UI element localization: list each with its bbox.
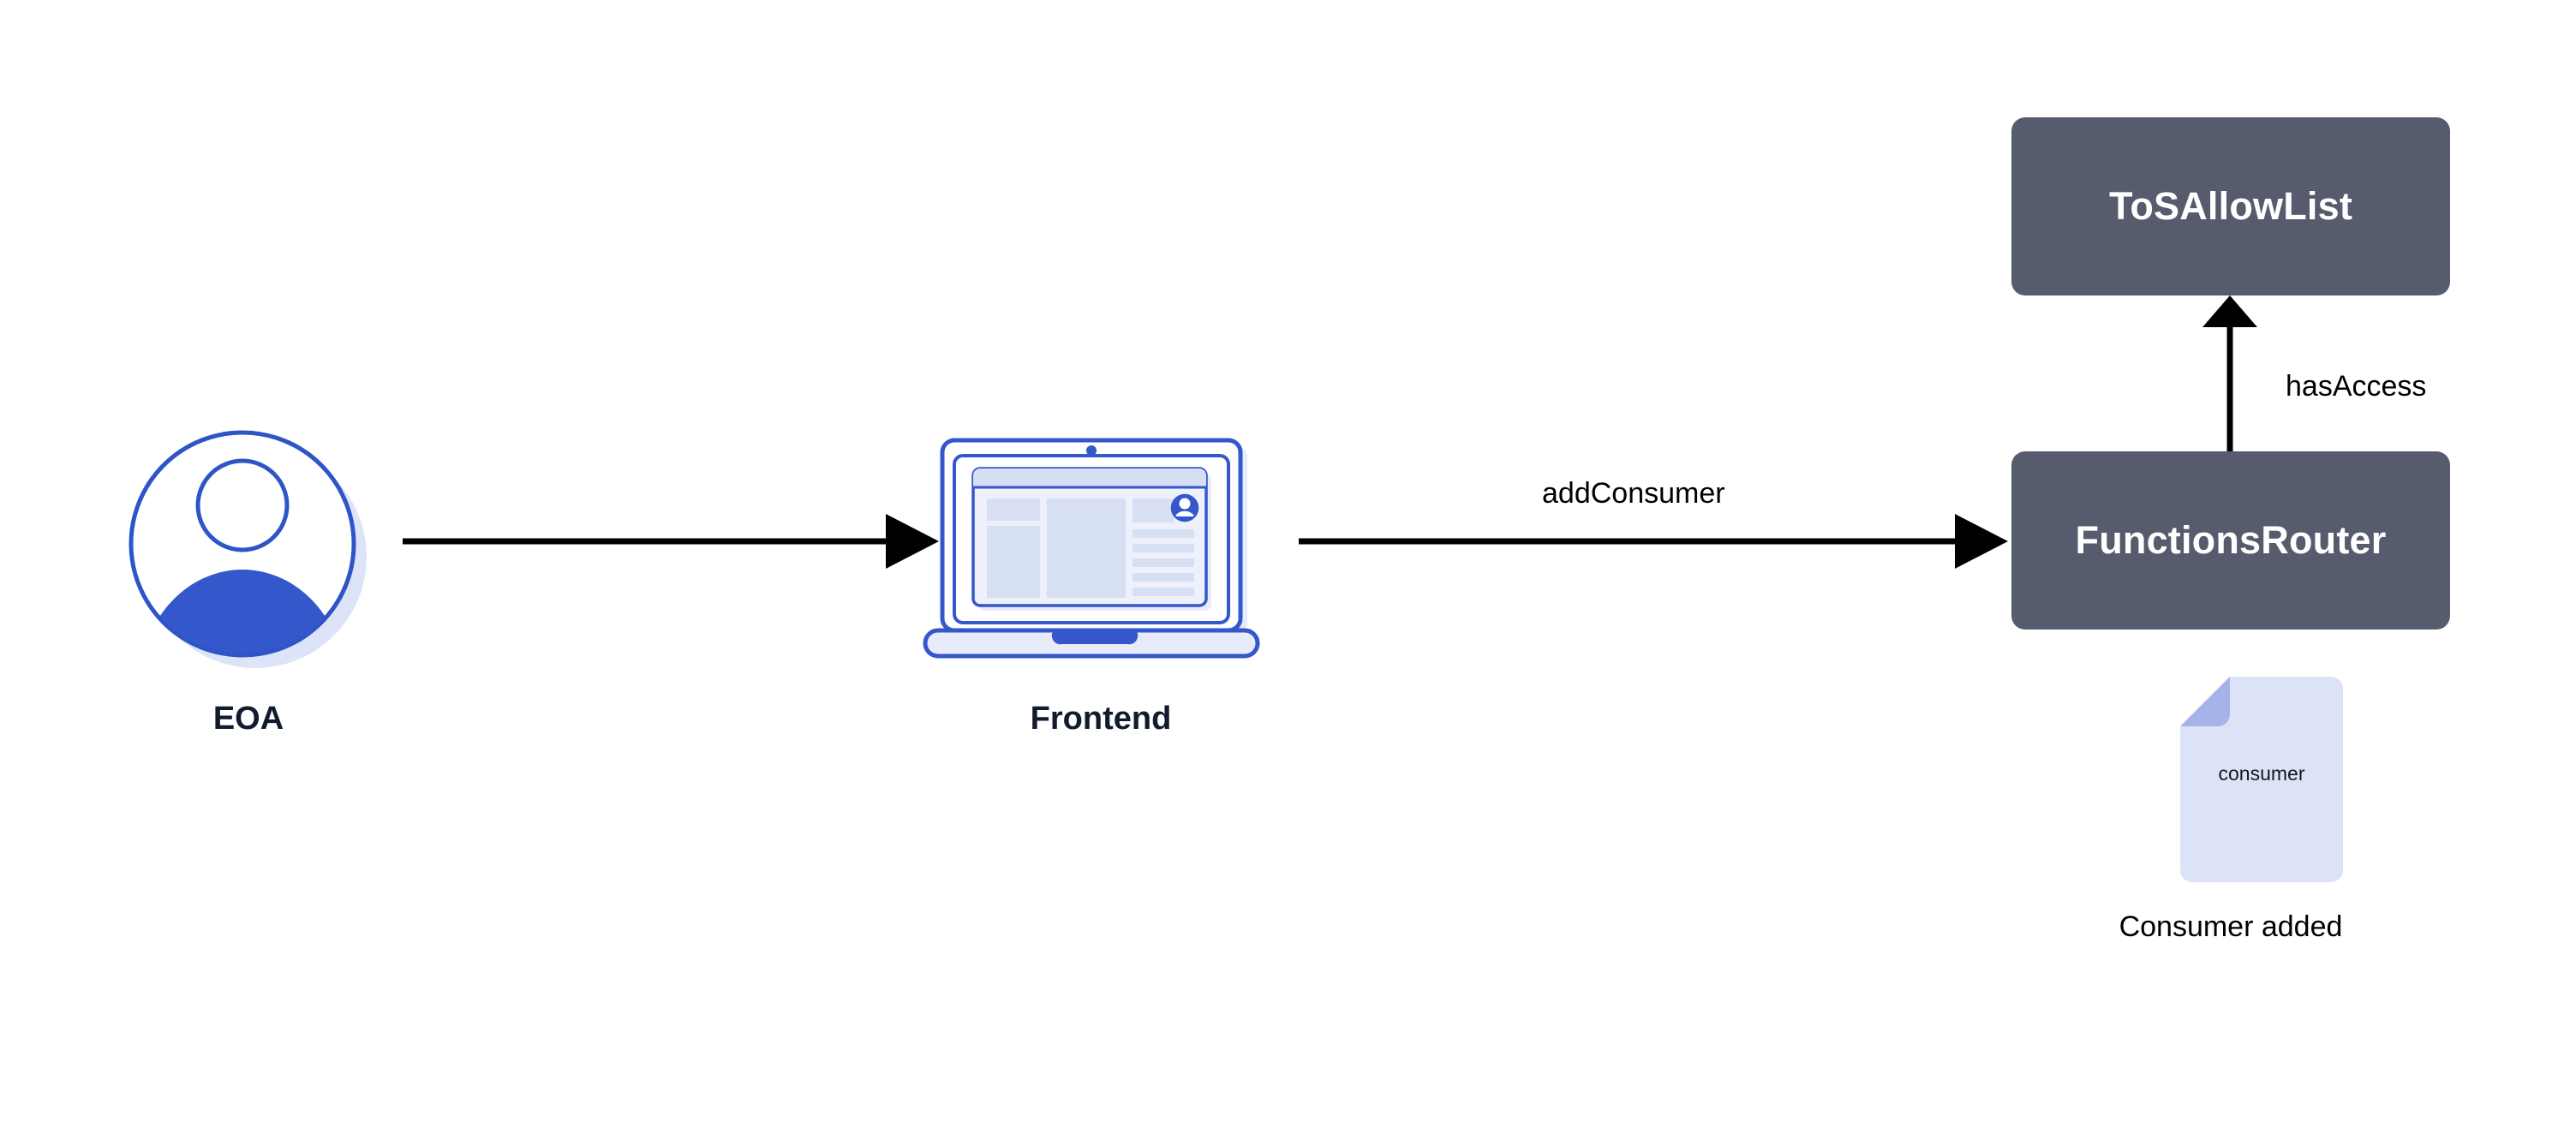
document-icon [2180, 677, 2343, 882]
user-avatar-icon [129, 430, 367, 668]
tos-allowlist-node[interactable]: ToSAllowList [2011, 117, 2450, 295]
laptop-icon [923, 438, 1260, 659]
edge-eoa-to-frontend [403, 514, 939, 569]
edge-label-has-access: hasAccess [2286, 370, 2427, 403]
consumer-added-caption: Consumer added [2119, 910, 2343, 943]
edge-frontend-to-router [1299, 514, 2008, 569]
screen-avatar-icon [1170, 493, 1199, 522]
functions-router-node[interactable]: FunctionsRouter [2011, 451, 2450, 630]
edge-router-to-allowlist [2202, 295, 2257, 451]
edge-label-add-consumer: addConsumer [1542, 477, 1725, 510]
functions-router-label: FunctionsRouter [2075, 518, 2387, 562]
frontend-label: Frontend [1030, 701, 1172, 737]
tos-allowlist-label: ToSAllowList [2108, 184, 2353, 228]
eoa-label: EOA [212, 701, 284, 737]
document-icon-label: consumer [2218, 762, 2305, 785]
